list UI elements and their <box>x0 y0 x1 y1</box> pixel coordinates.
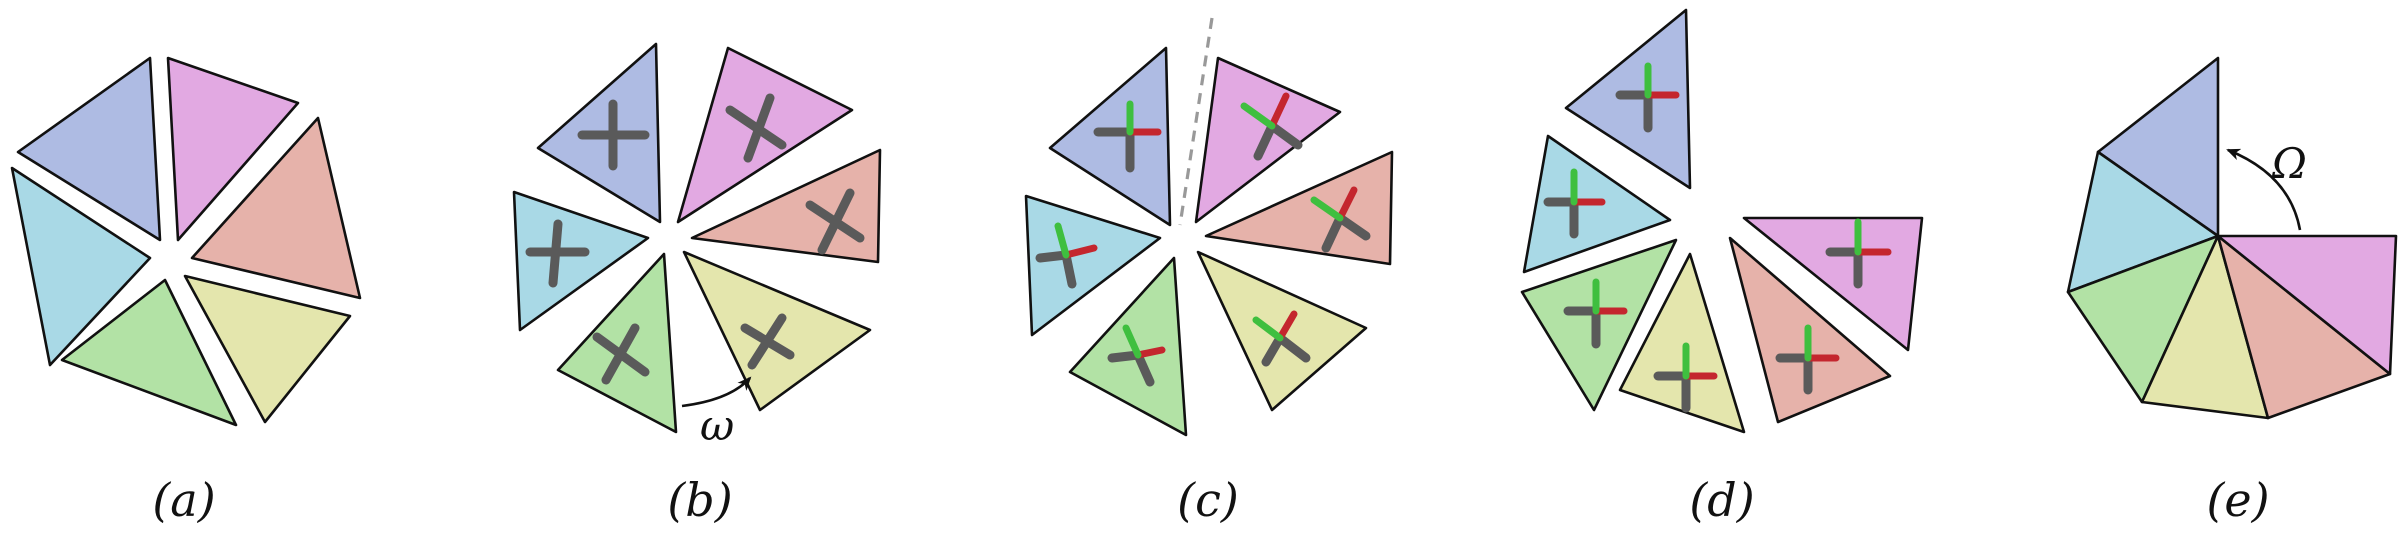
triangle-salmon <box>1204 150 1394 266</box>
caption-c: (c) <box>1177 473 1239 527</box>
frame-yellow <box>1653 342 1718 413</box>
panel-d <box>1520 8 1924 434</box>
frame-green <box>592 323 650 385</box>
frame-salmon <box>805 188 865 255</box>
frame-green <box>1107 324 1166 387</box>
frame-salmon <box>1310 186 1371 253</box>
panel-a <box>10 56 362 427</box>
triangle-cyan <box>512 190 650 332</box>
triangle-magenta <box>166 56 300 242</box>
caption-e: (e) <box>2206 473 2269 527</box>
frame-magenta <box>1240 92 1303 161</box>
rotation-arrow <box>681 376 752 408</box>
panel-b: ω <box>512 42 882 450</box>
caption-b: (b) <box>667 473 732 527</box>
triangle-magenta <box>2216 234 2398 376</box>
triangle-green <box>1068 256 1188 437</box>
big-omega-symbol: Ω <box>2271 139 2307 188</box>
cut-line <box>1178 17 1214 226</box>
triangle-yellow <box>1618 252 1746 434</box>
panel-e: Ω <box>2066 56 2398 420</box>
frame-magenta <box>1825 218 1892 289</box>
frame-salmon <box>1775 324 1840 395</box>
frame-yellow <box>1252 310 1311 367</box>
triangle-green <box>556 252 678 434</box>
panel-c <box>1024 17 1394 437</box>
frame-blue <box>1615 62 1680 133</box>
frame-cyan <box>1035 222 1098 289</box>
triangle-salmon <box>190 116 362 300</box>
triangle-yellow <box>183 274 352 424</box>
frame-magenta <box>725 93 787 163</box>
triangle-cyan <box>10 166 152 367</box>
frame-blue <box>1093 100 1162 173</box>
frame-blue <box>577 99 650 171</box>
caption-a: (a) <box>152 473 215 527</box>
frame-green <box>1563 278 1628 349</box>
omega-symbol: ω <box>700 401 734 450</box>
triangle-green <box>60 278 238 427</box>
frame-yellow <box>740 313 795 370</box>
triangle-blue <box>16 56 162 242</box>
frame-cyan <box>1543 168 1606 239</box>
frame-cyan <box>525 219 590 288</box>
caption-d: (d) <box>1689 473 1754 527</box>
rotation-arrow <box>2226 148 2302 231</box>
